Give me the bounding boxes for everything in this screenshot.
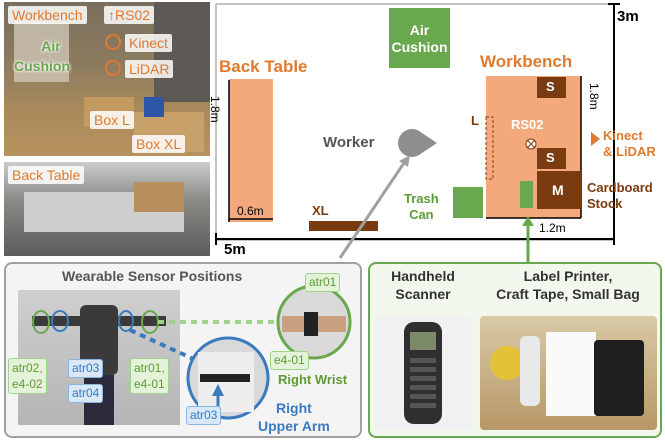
- photo-label-air-cushion: Air Cushion: [14, 36, 70, 76]
- worker-icon: [398, 129, 426, 157]
- worker-link-head: [399, 155, 410, 167]
- cardboard-stock-line1: Cardboard: [587, 180, 653, 195]
- tag-e4-01: e4-01: [270, 351, 309, 370]
- floor-height-label: 3m: [617, 8, 639, 25]
- kinect-arrow: [591, 132, 600, 146]
- back-table-box: [134, 182, 184, 212]
- rack-photo: [154, 2, 210, 102]
- upper-arm-arrow: [212, 384, 224, 396]
- wearable-markers: [32, 284, 352, 420]
- box-xl-label: XL: [312, 203, 329, 218]
- box-xl: [309, 221, 378, 231]
- kinect-marker: [105, 34, 121, 50]
- right-wrist-band: [304, 312, 318, 336]
- back-table: [229, 79, 273, 222]
- box-l-zone: [485, 116, 494, 180]
- trash-can-line2: Can: [409, 207, 434, 222]
- workspace-photo: [4, 2, 210, 156]
- left-wrist-marker: [32, 310, 50, 334]
- label-printer: [594, 340, 644, 416]
- body-arms: [32, 316, 166, 326]
- craft-tape: [490, 346, 524, 380]
- photo-label-rs02: ↑RS02: [104, 6, 155, 24]
- right-wrist-marker: [141, 310, 159, 334]
- tag-atr03-body: atr03: [68, 359, 104, 378]
- cardboard-stock-box: [537, 171, 581, 209]
- equipment-link-head: [522, 216, 534, 226]
- right-arm-marker: [118, 310, 134, 332]
- sensor-markers-photo: [105, 34, 121, 76]
- workbench-length-label: 1.8m: [587, 83, 601, 110]
- scanner-screen: [410, 332, 436, 350]
- right-upper-arm-line1: Right: [276, 400, 312, 416]
- tag-atr01: atr01: [305, 273, 341, 292]
- air-cushion: [389, 8, 450, 68]
- right-upper-arm-label: Right Upper Arm: [258, 399, 330, 435]
- trash-can-line1: Trash: [404, 191, 439, 206]
- tape-dispenser: [520, 336, 540, 406]
- lidar-marker: [105, 60, 121, 76]
- back-table-width-label: 0.6m: [237, 204, 264, 218]
- photo-label-box-l: Box L: [90, 111, 134, 129]
- handheld-line2: Scanner: [395, 286, 451, 302]
- kinect-lidar-line1: Kinect: [603, 128, 643, 143]
- box-m-label: M: [552, 182, 564, 198]
- worker-direction: [422, 133, 437, 153]
- worker-link: [338, 159, 408, 259]
- photo-label-kinect: Kinect: [125, 34, 172, 52]
- kinect-lidar-line2: & LiDAR: [603, 144, 656, 159]
- trash-can-label: Trash Can: [404, 191, 439, 223]
- air-cushion-label: Air Cushion: [389, 22, 450, 56]
- right-upper-arm-line2: Upper Arm: [258, 418, 330, 434]
- kinect-lidar-label: Kinect & LiDAR: [603, 128, 656, 160]
- trash-can: [453, 187, 483, 218]
- rs02-label: RS02: [511, 117, 544, 132]
- cardboard-stock-label: Cardboard Stock: [587, 180, 653, 212]
- scanner-photo: [374, 316, 473, 430]
- box-l-label: L: [471, 113, 479, 128]
- printer-line1: Label Printer,: [523, 268, 613, 284]
- workbench-width-label: 1.2m: [539, 221, 566, 235]
- rs02-x2: [526, 139, 536, 149]
- box-s-top: [537, 77, 566, 98]
- paper-stack: [546, 332, 596, 416]
- printer-line2: Craft Tape, Small Bag: [496, 286, 640, 302]
- printer-label: Label Printer, Craft Tape, Small Bag: [476, 267, 660, 303]
- box-s-top-label: S: [546, 79, 555, 94]
- back-table-label: Back Table: [219, 57, 308, 76]
- right-wrist-label: Right Wrist: [278, 372, 348, 387]
- scanner-keys: [410, 358, 436, 408]
- handheld-scanner-label: Handheld Scanner: [376, 267, 470, 303]
- wearable-title: Wearable Sensor Positions: [62, 268, 243, 284]
- upper-arm-band: [200, 374, 250, 382]
- photo-label-workbench: Workbench: [8, 6, 87, 24]
- air-cushion-line1: Air: [41, 38, 61, 54]
- workbench-label: Workbench: [480, 52, 573, 71]
- arm-dotted-link: [129, 328, 201, 364]
- worker-label: Worker: [323, 134, 375, 151]
- blue-crate-photo: [144, 97, 164, 117]
- photo-label-back-table: Back Table: [8, 166, 85, 184]
- air-cushion-label-line1: Air: [409, 22, 430, 38]
- cardboard-stock-line2: Stock: [587, 196, 623, 211]
- box-s-bottom-label: S: [546, 150, 555, 165]
- tag-right-wrist-pair: atr01, e4-01: [130, 358, 169, 394]
- floor-width-label: 5m: [224, 241, 246, 258]
- tag-atr04: atr04: [68, 384, 104, 403]
- box-s-bottom: [537, 148, 566, 169]
- photo-label-lidar: LiDAR: [125, 60, 174, 78]
- air-cushion-line2: Cushion: [14, 58, 70, 74]
- handheld-line1: Handheld: [391, 268, 455, 284]
- air-cushion-label-line2: Cushion: [391, 39, 448, 55]
- handheld-scanner-spot: [520, 181, 533, 208]
- tag-left-wrist: atr02, e4-02: [8, 358, 47, 394]
- tag-atr03-upper-arm: atr03: [186, 406, 222, 425]
- photo-label-box-xl: Box XL: [132, 135, 186, 153]
- air-cushion-photo: [14, 22, 69, 82]
- left-arm-marker: [51, 310, 69, 332]
- printer-photo: [480, 316, 657, 430]
